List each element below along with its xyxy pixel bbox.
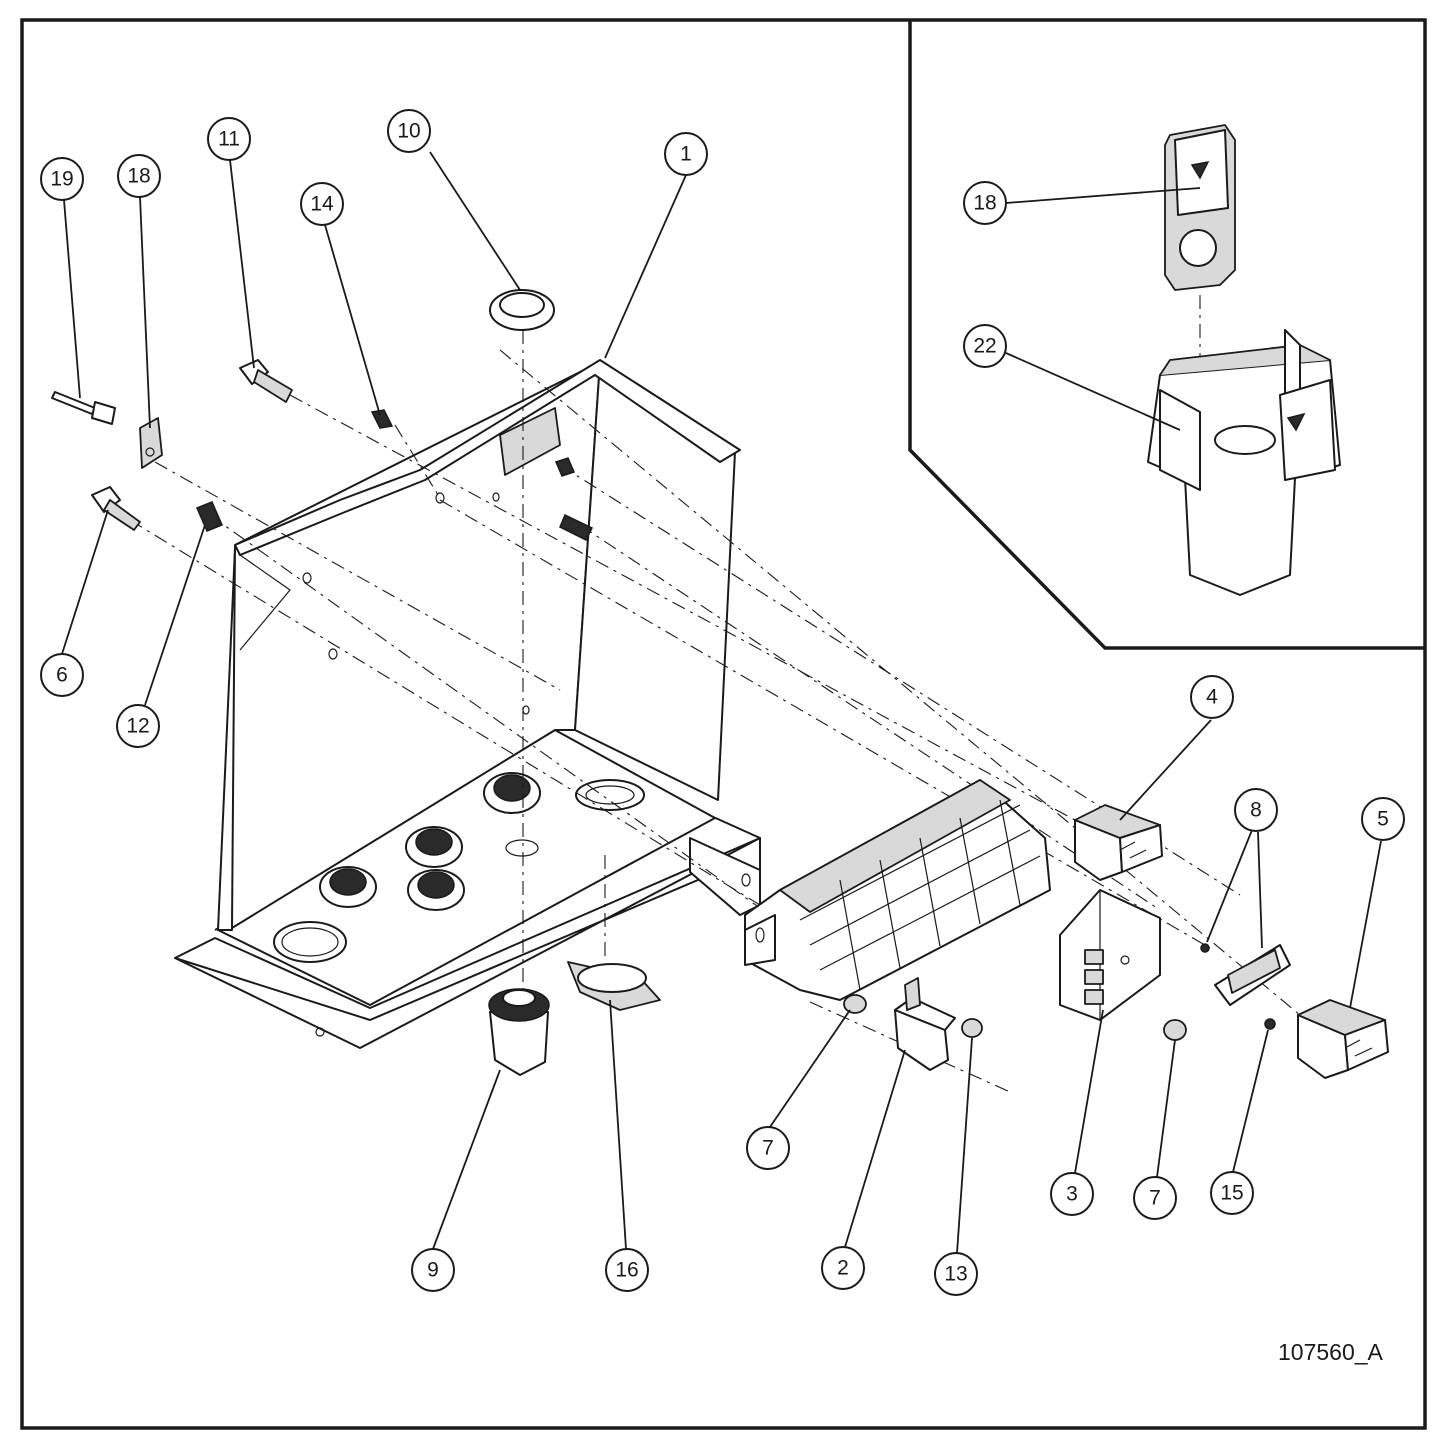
latch-bracket-18 (139, 417, 163, 469)
callout-label: 1 (680, 143, 692, 166)
callout-label: 15 (1220, 1182, 1243, 1205)
bolt-6 (91, 486, 141, 531)
callout-label: 10 (397, 120, 420, 143)
callout-label: 2 (837, 1257, 849, 1280)
callout-16: 16 (605, 1248, 649, 1292)
relay-5 (1297, 999, 1389, 1079)
callout-11: 11 (207, 117, 251, 161)
cable-gland-9 (488, 988, 550, 1076)
stud (554, 457, 576, 477)
callout-label: 6 (56, 664, 68, 687)
callout-label: 7 (762, 1137, 774, 1160)
callout-label: 16 (615, 1259, 638, 1282)
screw-14 (370, 409, 394, 429)
callout-7-left: 7 (746, 1126, 790, 1170)
callout-inset-22: 22 (963, 324, 1007, 368)
callout-label: 12 (126, 715, 149, 738)
screw-12 (196, 501, 223, 532)
nut-13 (961, 1018, 983, 1038)
callout-6: 6 (40, 653, 84, 697)
drawing-frame (20, 18, 1427, 1430)
rivet-pin-19 (51, 391, 116, 425)
callout-14: 14 (300, 182, 344, 226)
bracket-8 (1200, 943, 1291, 1006)
callout-7-right: 7 (1133, 1176, 1177, 1220)
callout-label: 18 (127, 165, 150, 188)
inset-latch-18 (1164, 124, 1236, 291)
module-3 (1059, 889, 1161, 1021)
callout-19: 19 (40, 157, 84, 201)
callout-label: 5 (1377, 808, 1389, 831)
callout-12: 12 (116, 704, 160, 748)
callout-5: 5 (1361, 797, 1405, 841)
nut-7-left (843, 994, 867, 1014)
relay-4 (1074, 804, 1163, 881)
callout-13: 13 (934, 1252, 978, 1296)
relay-2 (894, 977, 956, 1071)
inset-panel-border (908, 20, 1425, 650)
callout-label: 14 (310, 193, 334, 216)
callout-1: 1 (664, 132, 708, 176)
callout-2: 2 (821, 1246, 865, 1290)
callout-label: 18 (973, 192, 996, 215)
leader-lines (61, 151, 1382, 1254)
callout-label: 3 (1066, 1183, 1078, 1206)
callout-label: 7 (1149, 1187, 1161, 1210)
callout-label: 9 (427, 1259, 439, 1282)
bolt-11 (239, 359, 293, 403)
drawing-number: 107560_A (1278, 1339, 1384, 1365)
callout-9: 9 (411, 1248, 455, 1292)
terminal-block-strip (744, 779, 1051, 1001)
enclosure-box (174, 359, 761, 1049)
callout-18: 18 (117, 154, 161, 198)
callout-label: 11 (218, 128, 240, 151)
callout-15: 15 (1210, 1171, 1254, 1215)
callout-inset-18: 18 (963, 181, 1007, 225)
inset-housing-22 (1147, 329, 1341, 596)
callout-4: 4 (1190, 675, 1234, 719)
lock-nut-10 (489, 289, 555, 331)
stud (559, 513, 594, 542)
callout-label: 19 (50, 168, 73, 191)
callout-3: 3 (1050, 1172, 1094, 1216)
callout-label: 8 (1250, 799, 1262, 822)
grommet-16 (567, 961, 661, 1011)
callout-8: 8 (1234, 788, 1278, 832)
callout-label: 22 (973, 335, 996, 358)
callout-10: 10 (387, 109, 431, 153)
callout-label: 13 (944, 1263, 967, 1286)
nut-7-right (1163, 1019, 1187, 1041)
callout-label: 4 (1206, 686, 1218, 709)
nut-15 (1264, 1018, 1276, 1030)
